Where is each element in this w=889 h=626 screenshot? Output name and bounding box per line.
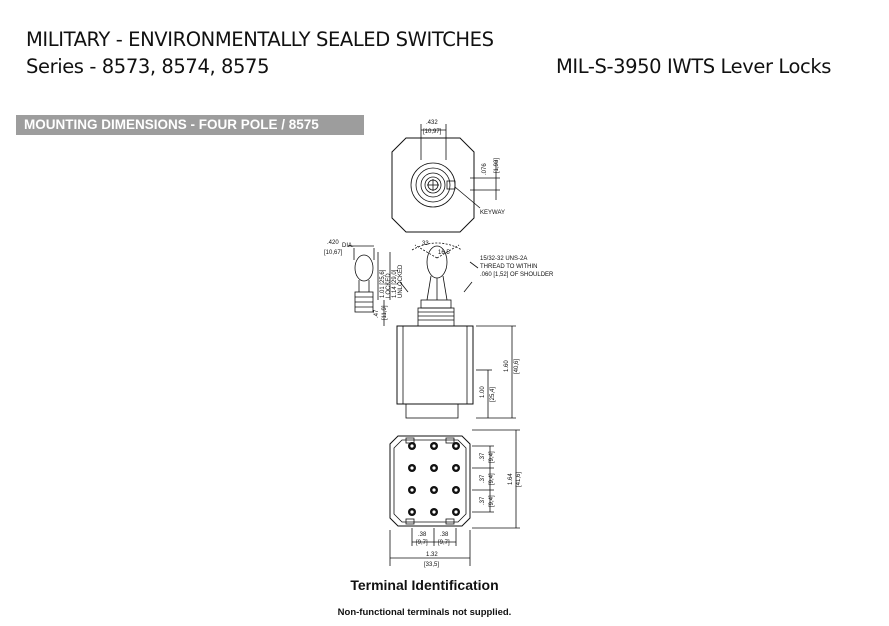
dim-10-67: [10,67]: [324, 250, 343, 256]
dim-38-b: .38: [440, 532, 449, 538]
dim-1-60: 1.60: [504, 360, 510, 372]
dim-432: .432: [426, 120, 438, 126]
thread-spec-line2: THREAD TO WITHIN: [480, 264, 537, 270]
terminal-note: Non-functional terminals not supplied.: [337, 607, 512, 618]
dim-420: .420: [327, 240, 339, 246]
dim-9-4-b: [9,4]: [489, 473, 495, 485]
dim-11-9: [11,9]: [382, 305, 388, 320]
dim-40-6: [40,6]: [514, 359, 520, 374]
page-title: MILITARY - ENVIRONMENTALLY SEALED SWITCH…: [26, 28, 494, 51]
dim-38-a: .38: [418, 532, 427, 538]
dim-1-01: 1.01 [25,6]: [380, 269, 386, 298]
dim-9-7-b: [9,7]: [438, 540, 450, 546]
dim-dia: DIA.: [342, 243, 354, 249]
lever-detail: [348, 245, 391, 326]
dim-1-14: 1.14 [29,0]: [392, 269, 398, 298]
dim-47: .47: [374, 309, 380, 318]
terminal-identification-caption: Terminal Identification: [350, 577, 499, 593]
dim-1-93: [1,93]: [494, 158, 500, 173]
top-view: [391, 124, 500, 233]
dim-unlocked: UNLOCKED: [398, 264, 404, 298]
dim-33-5: [33,5]: [424, 562, 439, 568]
dim-37-b: .37: [480, 474, 486, 483]
dim-076: .076: [482, 163, 488, 175]
thread-spec-line1: 15/32-32 UNS-2A: [480, 256, 527, 262]
dim-1-32: 1.32: [426, 552, 438, 558]
terminal-pins: [408, 442, 460, 516]
dim-9-7-a: [9,7]: [416, 540, 428, 546]
series-subtitle: Series - 8573, 8574, 8575: [26, 55, 270, 78]
dim-33: 33: [422, 241, 429, 247]
dim-25-4: [25,4]: [490, 387, 496, 402]
section-header-bar: MOUNTING DIMENSIONS - FOUR POLE / 8575: [16, 115, 364, 135]
spec-title: MIL-S-3950 IWTS Lever Locks: [556, 55, 831, 78]
dim-16-5: 16.5: [438, 250, 450, 256]
keyway-label: KEYWAY: [480, 210, 505, 216]
dim-10-97: [10,97]: [423, 129, 442, 135]
bottom-view-terminals: [389, 429, 520, 566]
switch-body: [396, 325, 516, 419]
thread-spec-line3: .060 [1,52] OF SHOULDER: [480, 272, 554, 278]
dim-41-6: [41,6]: [516, 472, 522, 487]
dim-9-4-c: [9,4]: [489, 495, 495, 507]
dim-37-c: .37: [480, 496, 486, 505]
dim-locked: LOCKED: [386, 273, 392, 298]
dim-1-00: 1.00: [480, 386, 486, 398]
side-view-lever: [399, 242, 479, 327]
dim-37-a: .37: [480, 452, 486, 461]
dim-1-64: 1.64: [508, 473, 514, 485]
dim-9-4-a: [9,4]: [489, 451, 495, 463]
